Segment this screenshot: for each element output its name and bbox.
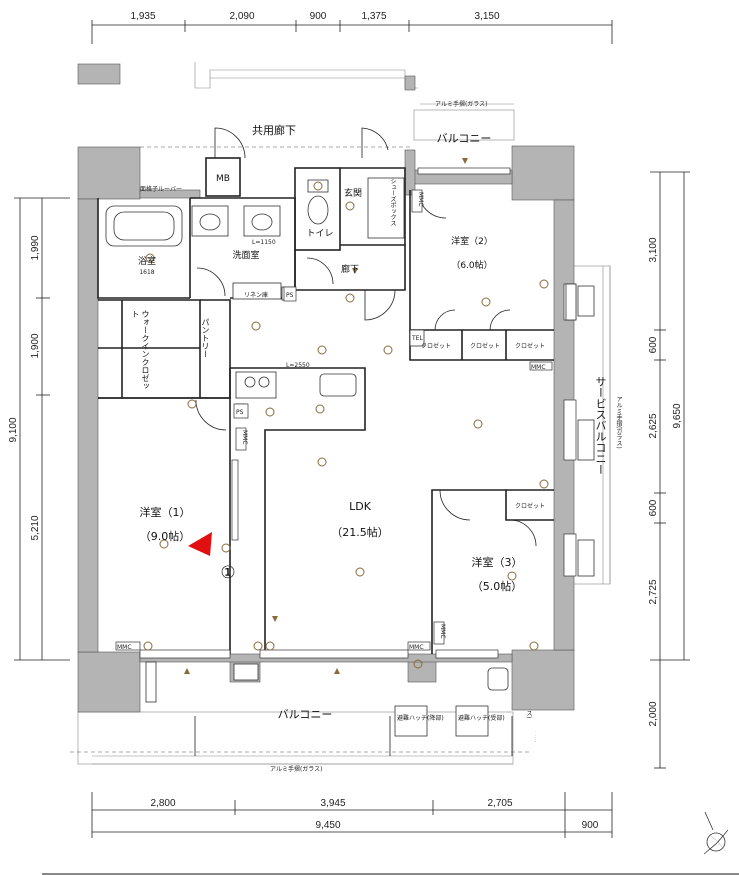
mmc-label-4: MMC <box>241 430 248 445</box>
mmc-label-5: MMC <box>439 624 446 639</box>
label-shoebox: シューズボックス <box>389 178 396 226</box>
label-bath: 浴室 <box>138 255 156 267</box>
dim-right-total: 9,650 <box>672 403 683 428</box>
label-aluminum-glass-bottom: アルミ手摺(ガラス) <box>270 765 323 773</box>
dim-top-3: 900 <box>310 11 327 22</box>
shoe-box <box>367 177 405 239</box>
dim-right-3: 2,625 <box>648 413 659 438</box>
view-marker: ① <box>188 532 236 583</box>
label-balcony-top: バルコニー <box>437 132 492 145</box>
dim-top-4: 1,375 <box>361 11 386 22</box>
label-l2550: L=2550 <box>286 362 310 369</box>
label-aluminum-glass-corner: アルミ手摺(ガラス) <box>525 710 536 754</box>
hatch-lower <box>394 705 428 737</box>
outer-structures <box>70 62 611 765</box>
mmc-label-2: MMC <box>409 644 424 651</box>
door-swings <box>195 127 537 547</box>
label-balcony-bottom: バルコニー <box>278 708 333 721</box>
dimension-right: 3,100 600 2,625 600 2,725 9,650 2,000 <box>648 171 690 769</box>
ps-label-2: PS <box>236 409 244 416</box>
compass-icon <box>703 811 729 855</box>
label-hallway: 廊下 <box>341 263 359 275</box>
label-western3-size: （5.0帖） <box>472 580 523 593</box>
label-western3: 洋室（3） <box>472 555 523 569</box>
hatch-upper <box>455 705 489 737</box>
label-ldk-size: （21.5帖） <box>331 526 389 539</box>
glass-bottom-right-wrapper: アルミ手摺(ガラス) <box>525 710 536 754</box>
label-l1150: L=1150 <box>252 239 276 246</box>
service-balcony-wrapper: サービスバルコニー <box>594 376 607 475</box>
label-closet-2: クロゼット <box>470 342 500 350</box>
mmc-label-6: MMC <box>417 192 424 207</box>
dim-bottom-total: 9,450 <box>315 820 340 831</box>
label-linen: リネン庫 <box>244 291 268 299</box>
dim-left-2: 1,900 <box>30 333 41 358</box>
dim-left-total: 9,100 <box>8 417 19 442</box>
label-hatch-upper: 避難ハッチ(受部) <box>458 714 505 722</box>
view-arrow-icon <box>188 532 212 556</box>
label-aluminum-glass-top: アルミ手摺(ガラス) <box>435 100 488 108</box>
dim-bottom-2: 3,945 <box>320 798 345 809</box>
label-ldk: LDK <box>349 500 372 513</box>
mmc-label-3: MMC <box>531 364 546 371</box>
label-western1-size: （9.0帖） <box>140 530 191 543</box>
dim-top-5: 3,150 <box>474 11 499 22</box>
toilet-bowl <box>307 195 329 225</box>
label-entrance: 玄関 <box>344 187 362 199</box>
dim-bottom-1: 2,800 <box>150 798 175 809</box>
stove-icon <box>235 371 277 399</box>
sink-icon <box>319 373 357 397</box>
label-bath-size: 1618 <box>139 269 154 276</box>
label-western2: 洋室（2） <box>451 235 493 247</box>
label-mb: MB <box>216 174 230 184</box>
label-closet-4: クロゼット <box>515 502 545 510</box>
pantry-wrapper: パントリー <box>201 318 210 358</box>
label-common-corridor: 共用廊下 <box>252 123 296 137</box>
label-closet-3: クロゼット <box>515 342 545 350</box>
label-hatch-lower: 避難ハッチ(降部) <box>397 714 444 722</box>
mmc-label-1: MMC <box>117 644 132 651</box>
dim-bottom-3: 2,705 <box>487 798 512 809</box>
glass-right-wrapper: アルミ手摺(ガラス) <box>615 396 622 449</box>
label-walkin: ウォークインクロゼット <box>131 310 150 390</box>
windows <box>139 167 577 659</box>
dim-top-1: 1,935 <box>130 11 155 22</box>
label-service-balcony: サービスバルコニー <box>594 376 607 475</box>
walkin-wrapper: ウォークインクロゼット <box>131 310 150 390</box>
room-labels: 共用廊下 バルコニー バルコニー MB 玄関 トイレ 廊下 洗面室 浴室 161… <box>138 123 545 721</box>
dimension-left: 1,990 1,900 5,210 9,100 <box>8 197 70 661</box>
dimension-top: 1,935 2,090 900 1,375 3,150 <box>91 11 613 44</box>
label-aluminum-glass-right: アルミ手摺(ガラス) <box>615 396 622 449</box>
dim-right-4: 600 <box>648 499 659 516</box>
ps-label-1: PS <box>286 292 294 299</box>
lighting-fixtures <box>143 158 549 674</box>
misc-labels: アルミ手摺(ガラス) アルミ手摺(ガラス) 面格子ルーバー 避難ハッチ(降部) … <box>140 100 505 773</box>
tel-label: TEL <box>411 335 423 342</box>
equipment-boxes: PS PS TEL MMC MMC MMC MMC MMC MMC <box>115 189 553 651</box>
fixtures <box>105 177 595 737</box>
label-louver: 面格子ルーバー <box>140 185 182 193</box>
dim-right-2: 600 <box>648 336 659 353</box>
dim-bottom-extra: 900 <box>582 820 599 831</box>
dim-right-5: 2,725 <box>648 579 659 604</box>
dim-right-extra: 2,000 <box>648 701 659 726</box>
shoebox-wrapper: シューズボックス <box>389 178 396 226</box>
dimension-bottom: 2,800 3,945 2,705 9,450 900 <box>91 792 613 838</box>
view-number: ① <box>220 563 235 583</box>
label-western1: 洋室（1） <box>140 505 191 519</box>
dim-left-1: 1,990 <box>30 235 41 260</box>
label-pantry: パントリー <box>201 318 210 358</box>
dim-top-2: 2,090 <box>229 11 254 22</box>
dim-right-1: 3,100 <box>648 237 659 262</box>
label-washroom: 洗面室 <box>232 249 259 261</box>
dim-left-3: 5,210 <box>30 515 41 540</box>
label-toilet: トイレ <box>306 229 333 239</box>
label-closet-1: クロゼット <box>421 342 451 350</box>
label-western2-size: （6.0帖） <box>451 259 492 271</box>
